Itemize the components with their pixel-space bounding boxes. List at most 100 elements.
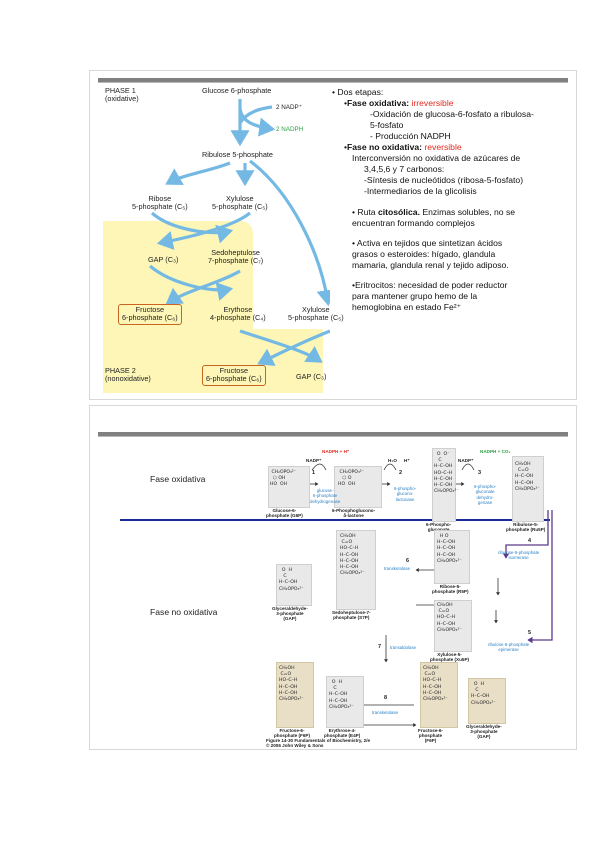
- r5p-chain: H O H–C–OH H–C–OH H–C–OH CH₂OPO₃²⁻: [437, 534, 462, 564]
- hplus-label: H⁺: [404, 458, 410, 463]
- e4p-label: Erythrose-4-phosphate (E4P): [324, 728, 361, 739]
- f6p-b-molecule: [420, 662, 458, 728]
- xu5p-label: Xylulose-5-phosphate (Xu5P): [430, 652, 470, 663]
- text-intermediarios: -Intermediarios de la glicolisis: [364, 186, 477, 196]
- pg6-label: 6-Phospho-gluconate: [426, 522, 452, 532]
- pg6-chain: O O⁻ C H–C–OH HO–C–H H–C–OH H–C–OH CH₂OP…: [434, 452, 459, 495]
- divider-line: [120, 519, 550, 521]
- bullet-fase-oxidativa: •Fase oxidativa: irreversible: [344, 98, 454, 108]
- pg6-molecule: [432, 448, 456, 522]
- enzyme-transketolase-6: transketolase: [384, 566, 411, 571]
- enzyme-lactonase: 6-phospho-glucono-lactonase: [394, 486, 417, 502]
- f6p-a-molecule: [276, 662, 314, 728]
- figure-caption: Figure 14-30 Fundamentals of Biochemistr…: [266, 738, 371, 749]
- step-1: 1: [312, 470, 316, 476]
- ru5p-label: Ribulose-5-phosphate (Ru5P): [506, 522, 546, 533]
- nadph-h-label: NADPH + H⁺: [322, 449, 350, 454]
- g6p-molecule: [268, 466, 310, 508]
- pgl-molecule: [334, 466, 382, 508]
- text-grupo-hemo: para mantener grupo hemo de la: [352, 291, 478, 301]
- f6p-a-chain: CH₂OH C=O HO–C–H H–C–OH H–C–OH CH₂OPO₃²⁻: [279, 666, 304, 702]
- step-7: 7: [378, 644, 382, 650]
- xu5p-chain: CH₂OH C=O HO–C–H H–C–OH CH₂OPO₃²⁻: [437, 603, 462, 633]
- s7p-chain: CH₂OH C=O HO–C–H H–C–OH H–C–OH H–C–OH CH…: [340, 534, 365, 577]
- bullet-eritrocitos: •Eritrocitos: necesidad de poder reducto…: [352, 280, 508, 290]
- step-2: 2: [399, 470, 403, 476]
- nadph-output: 2 NADPH: [276, 126, 304, 133]
- r5p-label: Ribose-5-phosphate (R5P): [432, 584, 469, 595]
- xu5p-molecule: [434, 600, 472, 652]
- slide-pentose-phosphate-overview: PHASE 1(oxidative) Glucose 6-phosphate 2…: [89, 70, 577, 400]
- slide-pathway-figure: Fase oxidativa Fase no oxidativa: [89, 405, 577, 750]
- text-complejos: encuentran formando complejos: [352, 218, 475, 228]
- f6p-a-label: Fructose-6-phosphate (F6P): [274, 728, 310, 739]
- label-fase-no-oxidativa: Fase no oxidativa: [150, 607, 218, 617]
- enzyme-transaldolase: transaldolase: [390, 645, 417, 650]
- bullet-text: • Dos etapas: •Fase oxidativa: irreversi…: [332, 87, 534, 313]
- gap-b-label: Glyceraldehyde-3-phosphate(GAP): [466, 724, 502, 740]
- r5p-molecule: [434, 530, 470, 584]
- phase1-label: PHASE 1(oxidative): [105, 86, 139, 104]
- pathway-diagram: PHASE 1(oxidative) Glucose 6-phosphate 2…: [90, 71, 344, 401]
- text-5-fosfato: 5-fosfato: [370, 120, 404, 130]
- text-higado: grasos o esteroides: hígado, glandula: [352, 249, 496, 259]
- step-6: 6: [406, 558, 410, 564]
- g6p-ring: CH₂OPO₃²⁻ ⬡ OH HO OH: [270, 470, 297, 488]
- f6p-b-label: Fructose-6-phosphate(F6P): [418, 728, 444, 744]
- text-oxidacion: -Oxidación de glucosa-6-fosfato a ribulo…: [370, 109, 534, 119]
- pgl-ring: CH₂OPO₃²⁻ ⬡ O HO OH: [338, 470, 365, 488]
- slide-top-bar-2: [98, 432, 568, 437]
- figure-arrows: [310, 463, 553, 727]
- bullet-ruta-citosolica: • Ruta citosólica. Enzimas solubles, no …: [352, 207, 516, 217]
- gap-b-molecule: [468, 678, 506, 724]
- ribulose-5-phosphate: Ribulose 5-phosphate: [202, 150, 273, 159]
- text-sintesis-nucleotidos: -Síntesis de nucleótidos (ribosa-5-fosfa…: [364, 175, 524, 185]
- s7p-label: Sedoheptulose-7-phosphate (S7P): [332, 610, 371, 621]
- gap-a-molecule: [276, 564, 312, 606]
- s7p-molecule: [336, 530, 376, 610]
- phase2-label: PHASE 2(nonoxidative): [105, 366, 151, 384]
- pgl-label: 6-Phosphoglucono-δ-lactone: [332, 508, 376, 519]
- bullet-activa-tejidos: • Activa en tejidos que sintetizan ácido…: [352, 238, 503, 248]
- gap-b: GAP (C₃): [296, 372, 327, 381]
- text-glandula: mamaria, glandula renal y tejido adiposo…: [352, 260, 509, 270]
- h2o-label: H₂O: [388, 458, 397, 463]
- step-8: 8: [384, 695, 388, 701]
- nadph-co2-label: NADPH + CO₂: [480, 449, 511, 454]
- glucose-6-phosphate: Glucose 6-phosphate: [202, 86, 272, 95]
- text-carbonos: 3,4,5,6 y 7 carbonos:: [364, 164, 445, 174]
- pathway-arrows: [148, 99, 330, 366]
- g6p-label: Glucose-6-phosphate (G6P): [266, 508, 303, 519]
- e4p-molecule: [326, 676, 364, 728]
- gap-a-label: Glyceraldehyde-3-phosphate(GAP): [272, 606, 308, 622]
- e4p-chain: O H C H–C–OH H–C–OH CH₂OPO₃²⁻: [329, 680, 354, 710]
- slide-top-bar: [98, 78, 568, 83]
- f6p-b-chain: CH₂OH C=O HO–C–H H–C–OH H–C–OH CH₂OPO₃²⁻: [423, 666, 448, 702]
- enzyme-transketolase-8: transketolase: [372, 710, 399, 715]
- nadp-input: 2 NADP⁺: [276, 104, 303, 111]
- gap-a: GAP (C₃): [148, 255, 179, 264]
- step-4: 4: [528, 538, 532, 544]
- nadp1-label: NADP⁺: [306, 458, 322, 463]
- nadp2-label: NADP⁺: [458, 458, 474, 463]
- text-produccion-nadph: - Producción NADPH: [370, 131, 451, 141]
- step-3: 3: [478, 470, 482, 476]
- text-interconversion: Interconversión no oxidativa de azúcares…: [352, 153, 521, 163]
- gap-a-chain: O H C H–C–OH CH₂OPO₃²⁻: [279, 568, 304, 592]
- ru5p-molecule: [512, 456, 544, 522]
- label-fase-oxidativa: Fase oxidativa: [150, 474, 206, 484]
- step-5: 5: [528, 630, 532, 636]
- text-hemoglobina: hemoglobina en estado Fe²⁺: [352, 302, 462, 312]
- figure-14-30: O O⁻ C H–C–OH HO–C–H H–C–OH H–C–OH CH₂OP…: [266, 440, 556, 748]
